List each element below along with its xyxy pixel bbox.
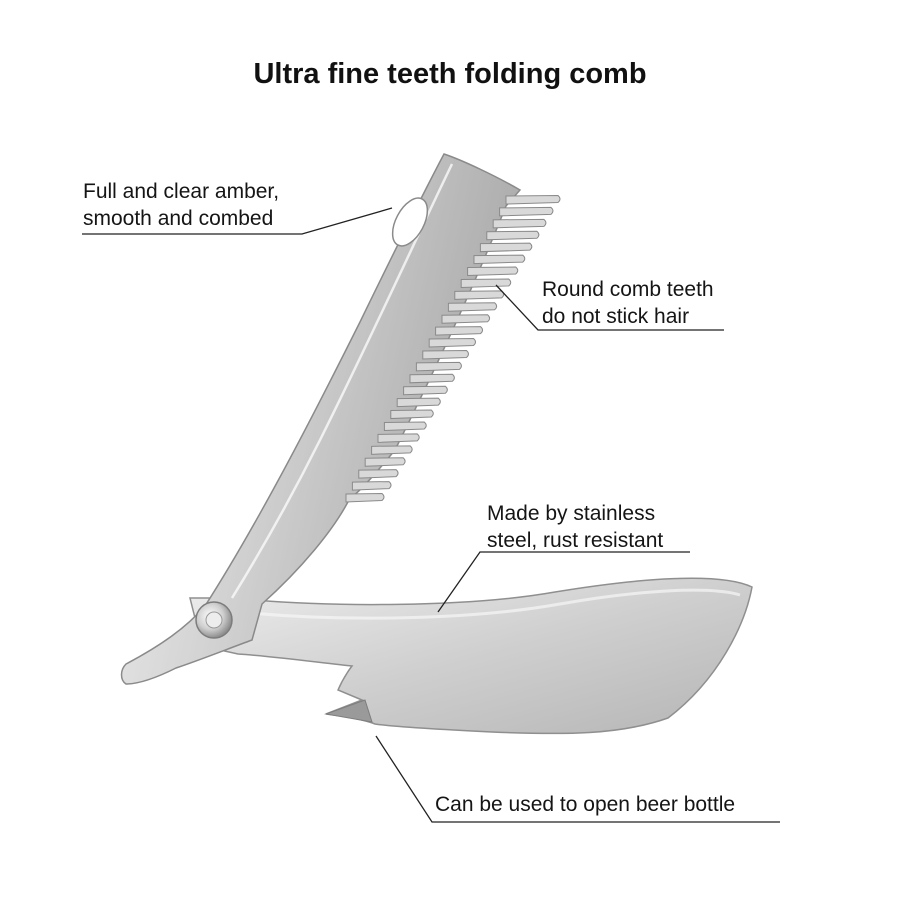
comb-tooth	[479, 242, 533, 253]
comb-tooth	[351, 481, 392, 491]
comb-tooth	[499, 206, 554, 217]
comb-tooth	[358, 469, 399, 479]
comb-tooth	[473, 254, 526, 265]
comb-tooth	[422, 349, 469, 360]
comb-tooth	[447, 302, 498, 312]
comb-tooth	[441, 314, 491, 324]
leader-line-4	[375, 735, 780, 823]
callout-amber-line2: smooth and combed	[83, 207, 274, 230]
comb-tooth	[486, 230, 540, 241]
comb-tooth	[415, 361, 462, 372]
pivot-screw	[195, 601, 233, 639]
comb-tooth	[345, 492, 385, 503]
comb-tooth	[428, 338, 477, 348]
callout-amber-line1: Full and clear amber,	[83, 180, 280, 203]
comb-handle	[189, 577, 753, 735]
callout-round-teeth-line2: do not stick hair	[542, 305, 690, 328]
comb-tooth	[403, 385, 448, 396]
comb-teeth	[345, 194, 561, 503]
comb-tooth	[409, 373, 455, 384]
comb-tooth	[390, 409, 434, 420]
callout-bottle-opener: Can be used to open beer bottle	[435, 791, 735, 818]
comb-tooth	[383, 421, 427, 431]
leader-line-3	[437, 551, 690, 613]
callout-round-teeth-line1: Round comb teeth	[542, 278, 714, 301]
comb-tooth	[364, 457, 406, 467]
callout-round-teeth: Round comb teeth do not stick hair	[542, 276, 714, 330]
callout-stainless-steel-line1: Made by stainless	[487, 502, 656, 525]
comb-tooth	[377, 433, 420, 443]
bottle-opener-notch	[324, 699, 373, 723]
comb-tooth	[505, 194, 561, 205]
comb-tooth	[467, 266, 519, 277]
comb-tooth	[460, 278, 512, 288]
callout-stainless-steel: Made by stainless steel, rust resistant	[487, 500, 663, 554]
callout-stainless-steel-line2: steel, rust resistant	[487, 529, 664, 552]
comb-tooth	[492, 218, 547, 229]
leader-line-1	[82, 207, 393, 235]
leader-line-2	[495, 284, 724, 331]
comb-tooth	[371, 445, 413, 455]
leader-lines	[82, 207, 780, 823]
comb-tooth	[396, 397, 441, 408]
comb-tooth	[454, 290, 505, 300]
comb-tooth	[435, 326, 484, 336]
callout-amber: Full and clear amber, smooth and combed	[83, 178, 279, 232]
page-title: Ultra fine teeth folding comb	[253, 58, 647, 90]
callout-bottle-opener-line1: Can be used to open beer bottle	[435, 793, 736, 816]
